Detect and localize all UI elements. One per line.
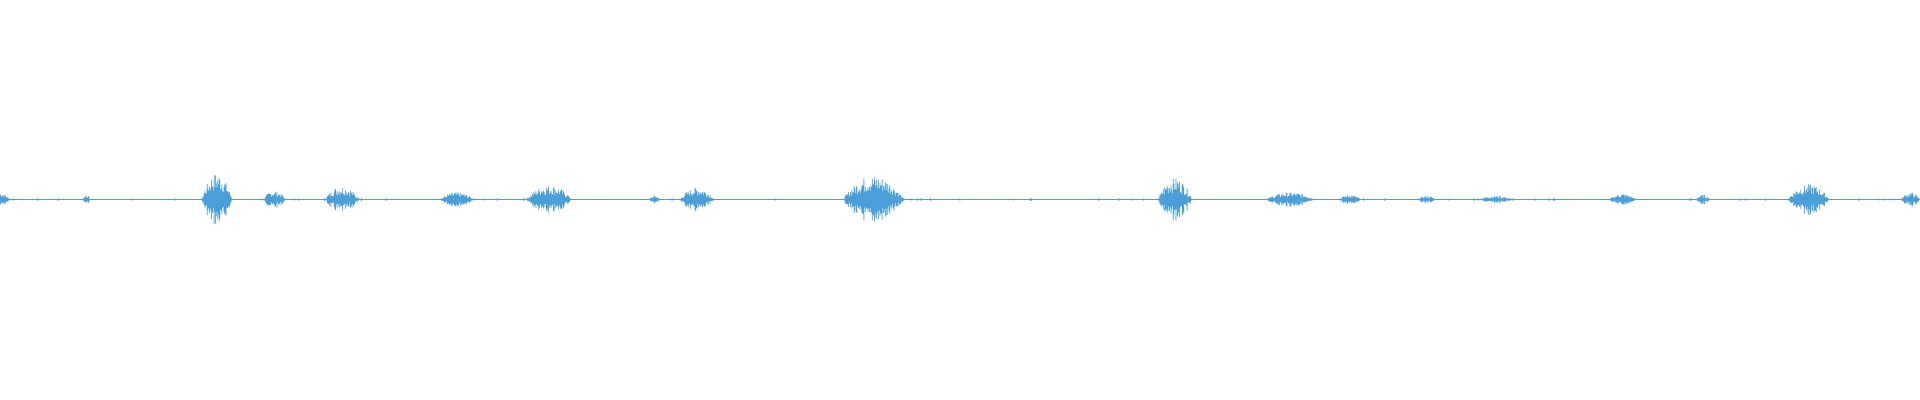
waveform-burst (1158, 178, 1193, 221)
waveform-burst (0, 194, 10, 205)
waveform-burst (649, 195, 661, 204)
waveform-burst (201, 175, 233, 224)
waveform-burst (1787, 184, 1830, 215)
waveform-burst (526, 186, 572, 213)
waveform-burst (440, 192, 475, 207)
waveform-noise (9, 197, 1905, 202)
waveform-bursts (0, 175, 1920, 224)
waveform-burst (82, 195, 90, 204)
waveform-burst (1901, 192, 1920, 207)
waveform-burst (1478, 195, 1514, 204)
